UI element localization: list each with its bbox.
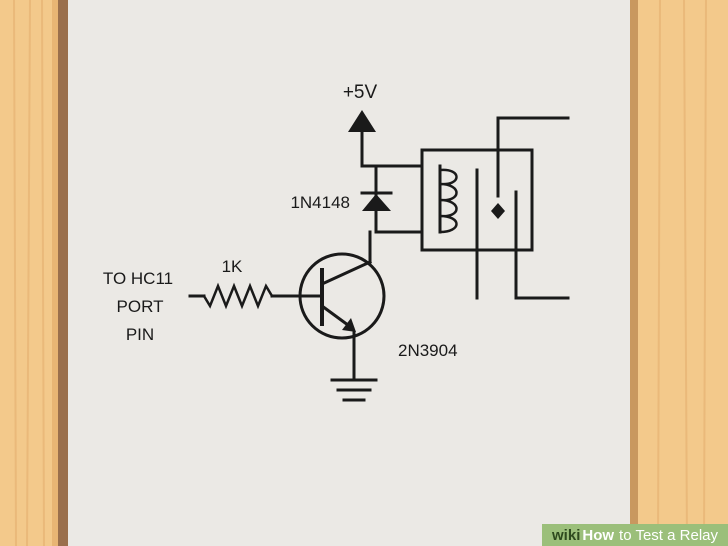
input-label-line-3: PIN bbox=[126, 325, 154, 344]
input-label: TO HC11 PORT PIN bbox=[103, 269, 173, 344]
right-wood-panel bbox=[630, 0, 728, 546]
watermark-badge: wiki How to Test a Relay bbox=[542, 524, 728, 546]
watermark-how: How bbox=[582, 526, 615, 544]
input-label-line-2: PORT bbox=[117, 297, 164, 316]
ground-symbol bbox=[330, 378, 378, 402]
watermark-site: wiki bbox=[552, 526, 581, 544]
diode-symbol bbox=[360, 164, 424, 234]
watermark-title: to Test a Relay bbox=[619, 526, 718, 544]
transistor-label: 2N3904 bbox=[398, 341, 458, 360]
left-wood-panel bbox=[0, 0, 68, 546]
diode-label: 1N4148 bbox=[290, 193, 350, 212]
input-label-line-1: TO HC11 bbox=[103, 269, 173, 288]
resistor-label: 1K bbox=[222, 257, 243, 276]
supply-arrow bbox=[348, 110, 376, 132]
circuit-diagram bbox=[188, 110, 570, 402]
resistor-symbol bbox=[188, 282, 302, 310]
supply-label: +5V bbox=[343, 82, 378, 103]
relay-symbol bbox=[420, 116, 570, 300]
